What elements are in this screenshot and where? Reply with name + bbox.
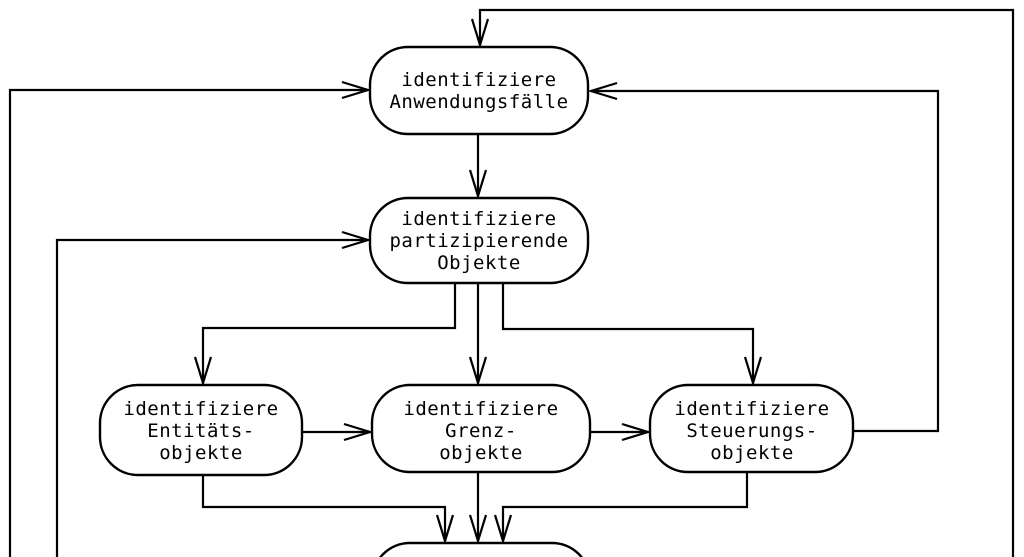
edge-feedback-left-to-participating-objects — [55, 240, 368, 557]
node-next-activity-partial — [379, 541, 583, 557]
edge-entity-to-next-activity — [201, 475, 445, 541]
node-label-line: Objekte — [437, 252, 521, 274]
node-identify-entity-objects: identifiziere Entitäts- objekte — [98, 383, 304, 477]
node-label-line: partizipierende — [389, 230, 568, 252]
node-identify-entity-objects-shape — [98, 383, 304, 477]
node-identify-control-objects-shape — [648, 383, 855, 474]
edge-participating-to-control-objects — [501, 283, 753, 383]
node-label-line: Entitäts- — [147, 420, 254, 442]
node-label-line: identifiziere — [401, 69, 556, 91]
node-label-line: identifiziere — [674, 398, 829, 420]
node-identify-use-cases: identifiziere Anwendungsfälle — [368, 45, 590, 136]
node-next-activity-partial-shape — [379, 541, 583, 557]
node-label-line: Steuerungs- — [686, 420, 817, 442]
node-identify-participating-objects: identifiziere partizipierende Objekte — [368, 196, 590, 285]
node-label-line: objekte — [159, 442, 243, 464]
edge-feedback-left-to-use-cases — [8, 90, 368, 557]
node-identify-participating-objects-shape — [368, 196, 590, 285]
node-label-line: identifiziere — [123, 398, 278, 420]
edge-participating-to-entity-objects — [203, 283, 457, 383]
node-label-line: identifiziere — [403, 398, 558, 420]
node-identify-use-cases-shape — [368, 45, 590, 136]
node-label-line: Grenz- — [445, 420, 517, 442]
node-label-line: Anwendungsfälle — [389, 91, 568, 113]
node-label-line: identifiziere — [401, 208, 556, 230]
node-label-line: objekte — [710, 442, 794, 464]
edge-feedback-top-loop-to-use-cases — [480, 8, 1015, 557]
edge-control-to-next-activity — [503, 472, 749, 541]
node-label-line: objekte — [439, 442, 523, 464]
node-identify-boundary-objects-shape — [370, 383, 592, 474]
edge-control-objects-to-use-cases — [591, 91, 940, 433]
node-identify-control-objects: identifiziere Steuerungs- objekte — [648, 383, 855, 474]
node-identify-boundary-objects: identifiziere Grenz- objekte — [370, 383, 592, 474]
